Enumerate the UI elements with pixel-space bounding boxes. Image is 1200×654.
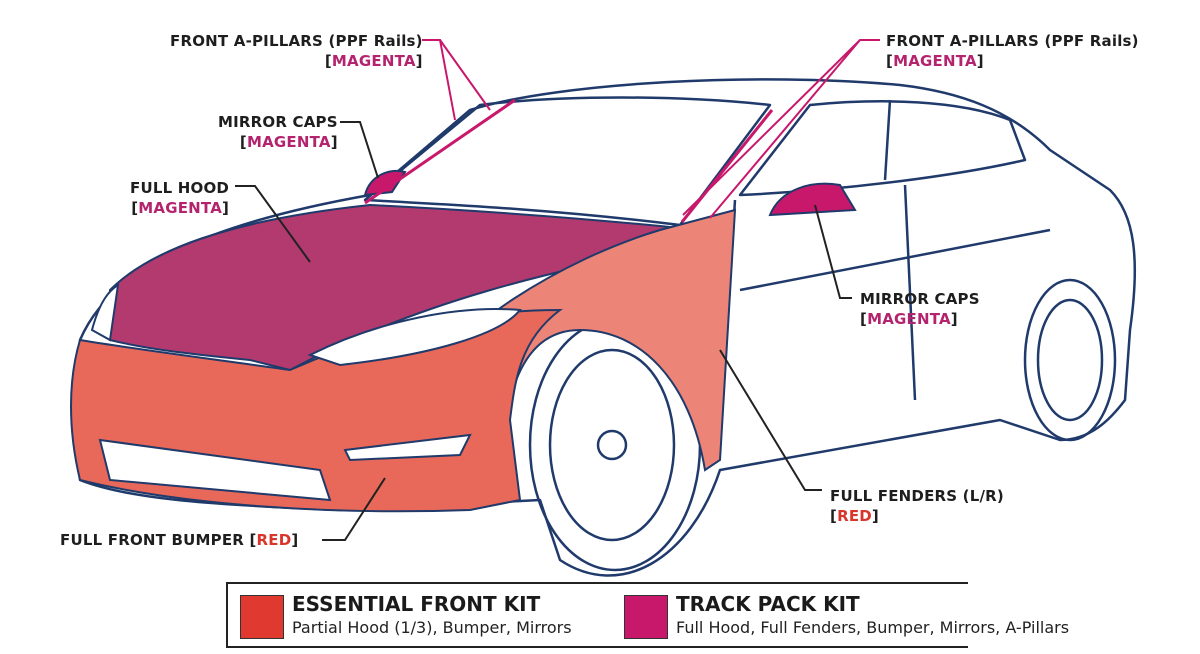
mirror-cap-right (768, 182, 857, 217)
callout-title: FRONT A-PILLARS (PPF Rails) (170, 32, 423, 50)
callout-title: FULL HOOD (130, 179, 230, 197)
callout-mirror-caps-right: MIRROR CAPS [MAGENTA] (860, 289, 980, 329)
color-label: RED (256, 531, 292, 549)
car-body-outline (78, 78, 1137, 577)
headlight-right (307, 308, 522, 367)
callout-title: MIRROR CAPS (218, 113, 338, 131)
legend-swatch-essential (240, 595, 284, 639)
callout-full-fenders: FULL FENDERS (L/R) [RED] (830, 486, 1004, 526)
headlight-left (90, 283, 120, 342)
legend-subtitle-essential: Partial Hood (1/3), Bumper, Mirrors (292, 618, 572, 637)
callout-a-pillars-left: FRONT A-PILLARS (PPF Rails) [MAGENTA] (170, 31, 423, 71)
windshield (363, 96, 772, 227)
mirror-cap-left (363, 170, 407, 197)
a-pillar-left (364, 98, 516, 205)
callout-color: [MAGENTA] (886, 52, 984, 70)
legend: ESSENTIAL FRONT KIT Partial Hood (1/3), … (226, 582, 1069, 648)
callout-color: [MAGENTA] (324, 52, 423, 70)
callout-color: [MAGENTA] (239, 133, 338, 151)
callout-mirror-caps-left: MIRROR CAPS [MAGENTA] (218, 112, 338, 152)
rear-wheel (1023, 278, 1117, 442)
a-pillar-right (680, 109, 774, 223)
legend-title-track: TRACK PACK KIT (676, 592, 860, 616)
callout-title: FULL FRONT BUMPER (60, 531, 245, 549)
callout-color: [MAGENTA] (131, 199, 230, 217)
color-label: MAGENTA (138, 199, 223, 217)
color-label: MAGENTA (867, 310, 951, 328)
callout-color: [MAGENTA] (860, 310, 958, 328)
color-label: MAGENTA (246, 133, 331, 151)
grille (98, 438, 332, 502)
callout-a-pillars-right: FRONT A-PILLARS (PPF Rails) [MAGENTA] (886, 31, 1139, 71)
color-label: MAGENTA (331, 52, 416, 70)
callout-title: FULL FENDERS (L/R) (830, 487, 1004, 505)
color-label: RED (837, 507, 872, 525)
legend-title-essential: ESSENTIAL FRONT KIT (292, 592, 541, 616)
callout-front-bumper: FULL FRONT BUMPER [RED] (60, 531, 299, 549)
callout-title: FRONT A-PILLARS (PPF Rails) (886, 32, 1139, 50)
callout-title: MIRROR CAPS (860, 290, 980, 308)
legend-swatch-track (624, 595, 668, 639)
callout-color: [RED] (830, 507, 879, 525)
fender-fill (418, 208, 737, 472)
callout-full-hood: FULL HOOD [MAGENTA] (130, 178, 229, 218)
color-label: MAGENTA (893, 52, 977, 70)
legend-subtitle-track: Full Hood, Full Fenders, Bumper, Mirrors… (676, 618, 1070, 637)
